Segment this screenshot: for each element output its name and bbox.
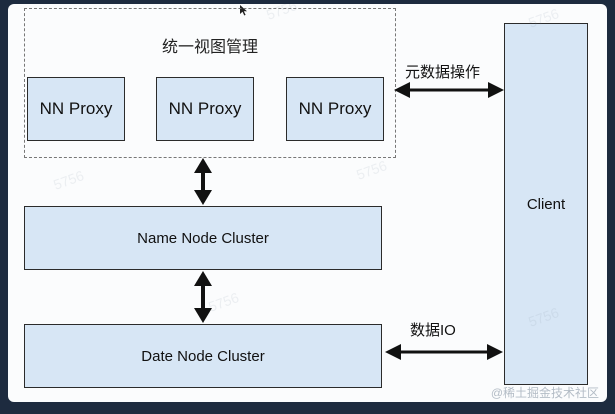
- connector-arrows: [194, 82, 504, 360]
- metadata-ops-label: 元数据操作: [405, 64, 481, 81]
- diagram-canvas: 统一视图管理 NN Proxy NN Proxy NN Proxy Name N…: [8, 4, 607, 402]
- nn-proxy-3: NN Proxy: [286, 77, 384, 141]
- client-box: Client: [504, 23, 588, 385]
- data-io-arrow: [385, 344, 503, 360]
- data-node-cluster: Date Node Cluster: [24, 324, 382, 388]
- nn-proxy-2: NN Proxy: [156, 77, 254, 141]
- data-io-label: 数据IO: [410, 322, 456, 339]
- unified-view-group: 统一视图管理: [24, 8, 396, 158]
- footer-watermark: @稀土掘金技术社区: [490, 386, 599, 400]
- proxy-namenode-arrow: [194, 158, 212, 205]
- mouse-cursor-icon: [240, 5, 247, 16]
- metadata-ops-arrow: [394, 82, 504, 98]
- group-title: 统一视图管理: [161, 39, 258, 56]
- name-node-cluster: Name Node Cluster: [24, 206, 382, 270]
- nn-proxy-1: NN Proxy: [27, 77, 125, 141]
- namenode-datanode-arrow: [194, 271, 212, 323]
